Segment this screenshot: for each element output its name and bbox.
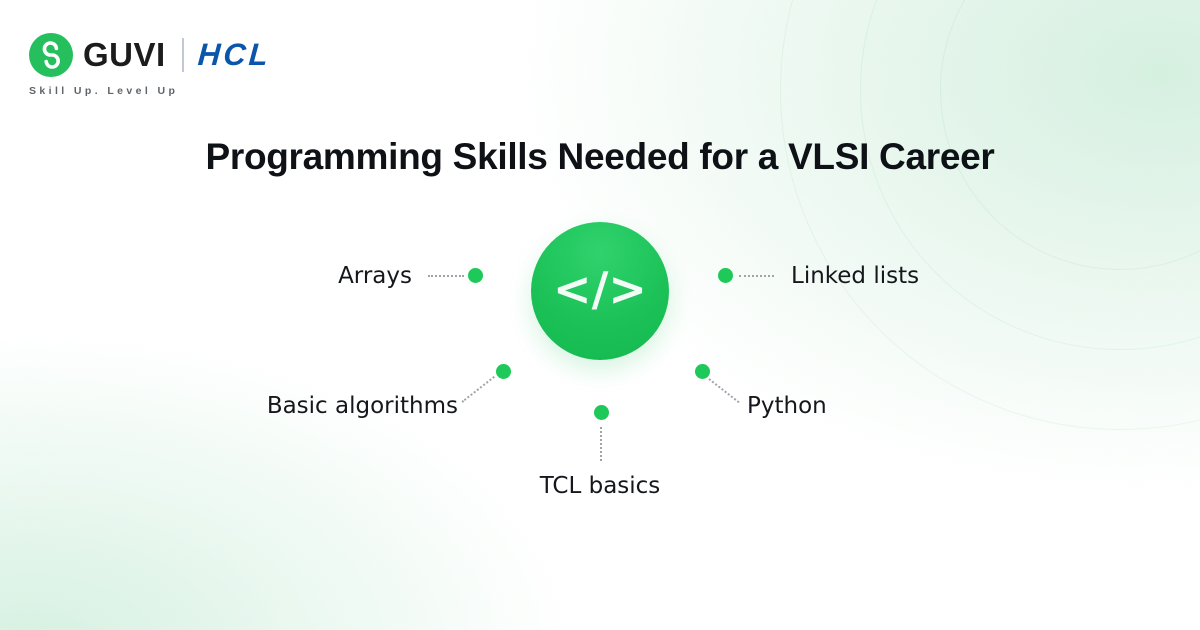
connector-basic-algorithms [461,375,495,403]
brand-logo-block: GUVI HCL Skill Up. Level Up [29,33,272,97]
skill-label-basic-algorithms: Basic algorithms [266,393,458,419]
logo-divider [181,38,184,72]
guvi-g-glyph [42,41,60,69]
node-dot-python [695,364,710,379]
connector-linked-lists [739,275,774,277]
node-dot-tcl-basics [594,405,609,420]
skill-label-linked-lists: Linked lists [791,263,920,289]
skill-label-tcl-basics: TCL basics [539,473,661,499]
skill-label-arrays: Arrays [338,263,412,289]
brand-tagline: Skill Up. Level Up [29,85,179,97]
hcl-wordmark: HCL [196,37,272,72]
node-dot-arrays [468,268,483,283]
node-dot-linked-lists [718,268,733,283]
background-ring [780,0,1200,430]
connector-python [708,378,740,404]
code-icon: </> [531,222,669,360]
guvi-logo-icon [29,33,73,77]
connector-arrays [428,275,464,277]
code-symbol: </> [553,262,647,316]
guvi-wordmark: GUVI [83,36,166,73]
page-title: Programming Skills Needed for a VLSI Car… [205,136,995,177]
brand-logo-row: GUVI HCL [29,33,272,77]
skill-label-python: Python [747,393,827,419]
connector-tcl-basics [600,427,602,461]
node-dot-basic-algorithms [496,364,511,379]
